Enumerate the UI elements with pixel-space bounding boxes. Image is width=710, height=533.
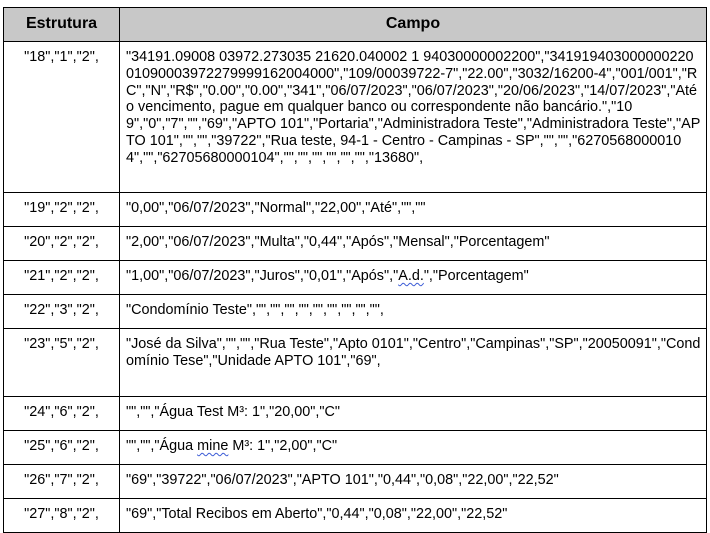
header-campo: Campo: [119, 7, 707, 42]
table-header-row: Estrutura Campo: [3, 7, 707, 42]
estrutura-cell: "18","1","2",: [3, 41, 120, 193]
table-row: "21","2","2", "1,00","06/07/2023","Juros…: [3, 260, 707, 295]
estrutura-cell: "20","2","2",: [3, 226, 120, 261]
estrutura-cell: "19","2","2",: [3, 192, 120, 227]
campo-cell: "","","Água Test M³: 1","20,00","C": [119, 396, 707, 431]
campo-cell: "1,00","06/07/2023","Juros","0,01","Após…: [119, 260, 707, 295]
table-row: "22","3","2", "Condomínio Teste","","","…: [3, 294, 707, 329]
estrutura-cell: "26","7","2",: [3, 464, 120, 499]
table-row: "18","1","2", "34191.09008 03972.273035 …: [3, 41, 707, 193]
campo-text: "","","Água: [126, 438, 198, 454]
table-row: "23","5","2", "José da Silva","","","Rua…: [3, 328, 707, 397]
estrutura-cell: "25","6","2",: [3, 430, 120, 465]
table-row: "26","7","2", "69","39722","06/07/2023",…: [3, 464, 707, 499]
campo-cell: "Condomínio Teste","","","","","","","",…: [119, 294, 707, 329]
campo-cell: "34191.09008 03972.273035 21620.040002 1…: [119, 41, 707, 193]
table-row: "19","2","2", "0,00","06/07/2023","Norma…: [3, 192, 707, 227]
spellcheck-mark: A.d.: [398, 268, 424, 284]
campo-cell: "José da Silva","","","Rua Teste","Apto …: [119, 328, 707, 397]
estrutura-cell: "22","3","2",: [3, 294, 120, 329]
header-estrutura: Estrutura: [3, 7, 120, 42]
structure-table: Estrutura Campo "18","1","2", "34191.090…: [3, 7, 707, 533]
campo-cell: "69","39722","06/07/2023","APTO 101","0,…: [119, 464, 707, 499]
table-row: "27","8","2", "69","Total Recibos em Abe…: [3, 498, 707, 533]
campo-text: M³: 1","2,00","C": [228, 438, 338, 454]
estrutura-cell: "27","8","2",: [3, 498, 120, 533]
table-row: "24","6","2", "","","Água Test M³: 1","2…: [3, 396, 707, 431]
estrutura-cell: "23","5","2",: [3, 328, 120, 397]
estrutura-cell: "21","2","2",: [3, 260, 120, 295]
estrutura-cell: "24","6","2",: [3, 396, 120, 431]
table-row: "20","2","2", "2,00","06/07/2023","Multa…: [3, 226, 707, 261]
spellcheck-mark: mine: [197, 438, 229, 454]
campo-cell: "2,00","06/07/2023","Multa","0,44","Após…: [119, 226, 707, 261]
campo-cell: "69","Total Recibos em Aberto","0,44","0…: [119, 498, 707, 533]
campo-text: "1,00","06/07/2023","Juros","0,01","Após…: [126, 268, 399, 284]
campo-cell: "","","Água mine M³: 1","2,00","C": [119, 430, 707, 465]
table-row: "25","6","2", "","","Água mine M³: 1","2…: [3, 430, 707, 465]
campo-text: ","Porcentagem": [423, 268, 529, 284]
campo-cell: "0,00","06/07/2023","Normal","22,00","At…: [119, 192, 707, 227]
